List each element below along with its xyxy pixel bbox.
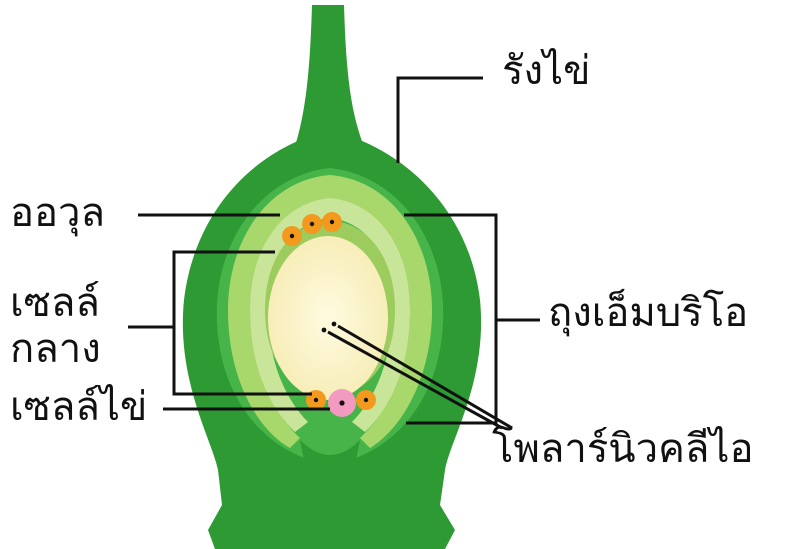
label-egg-cell: เซลล์ไข่ — [10, 384, 147, 430]
label-polar-nuclei: โพลาร์นิวคลีไอ — [492, 426, 754, 472]
label-ovary: รังไข่ — [502, 48, 590, 94]
label-central-cell: เซลล์ กลาง — [10, 280, 101, 372]
label-ovule: ออวุล — [10, 190, 105, 236]
label-embryo-sac: ถุงเอ็มบริโอ — [548, 290, 748, 336]
embryo-sac — [268, 236, 388, 400]
